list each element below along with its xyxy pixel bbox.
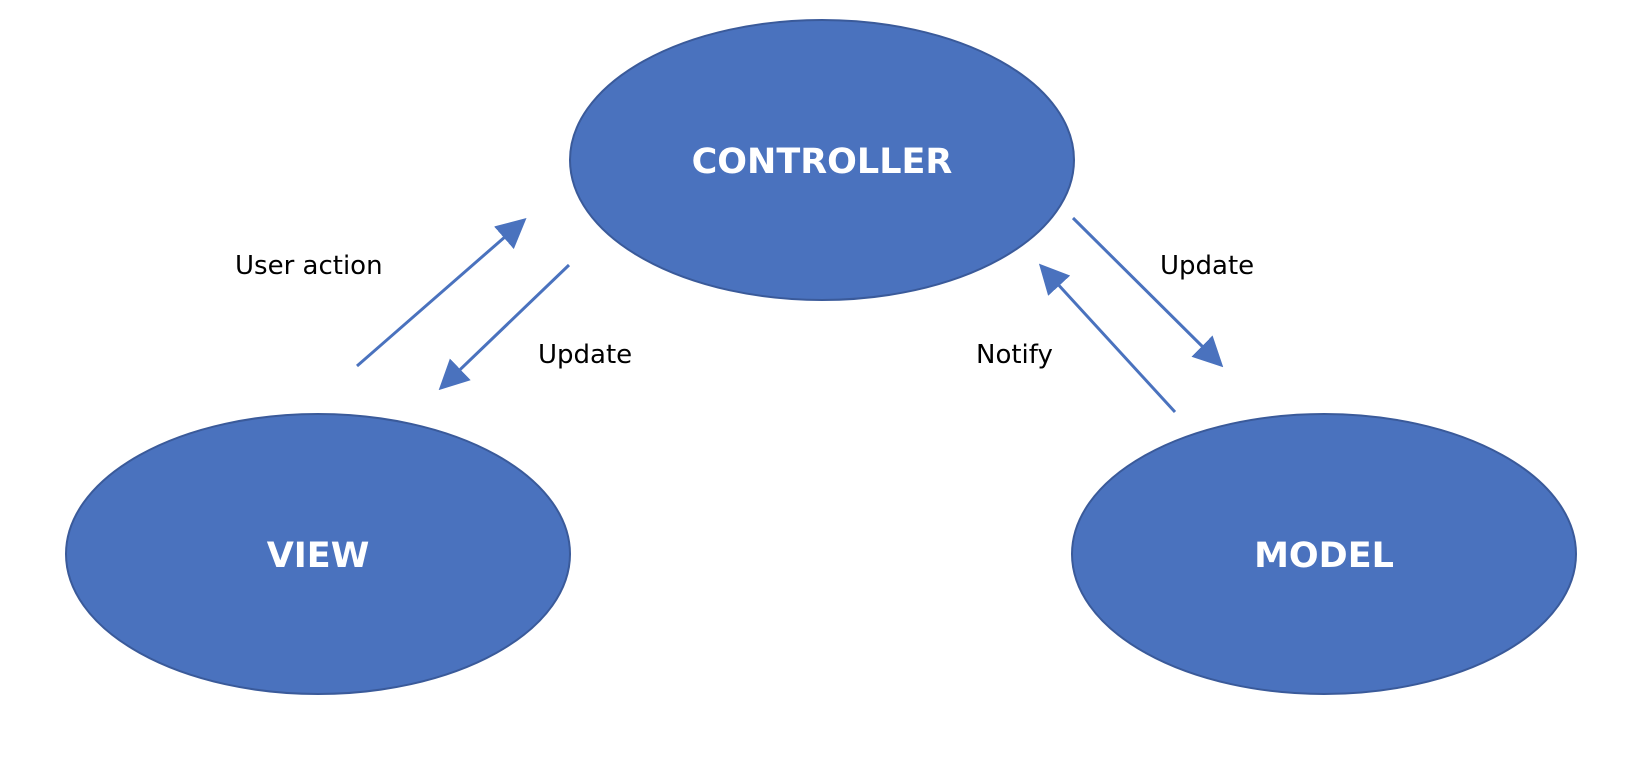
update-model-label: Update (1160, 251, 1254, 281)
update-view-arrow (438, 263, 571, 391)
update-model-arrow (1071, 216, 1224, 368)
view-node (65, 413, 571, 695)
model-node (1071, 413, 1577, 695)
user-action-arrow (356, 218, 527, 368)
model-label: MODEL (1254, 536, 1394, 576)
notify-arrow (1038, 263, 1177, 414)
user-action-label: User action (235, 251, 383, 281)
view-label: VIEW (267, 536, 370, 576)
controller-node (569, 19, 1075, 301)
notify-label: Notify (976, 340, 1053, 370)
update-view-label: Update (538, 340, 632, 370)
controller-label: CONTROLLER (692, 142, 953, 182)
